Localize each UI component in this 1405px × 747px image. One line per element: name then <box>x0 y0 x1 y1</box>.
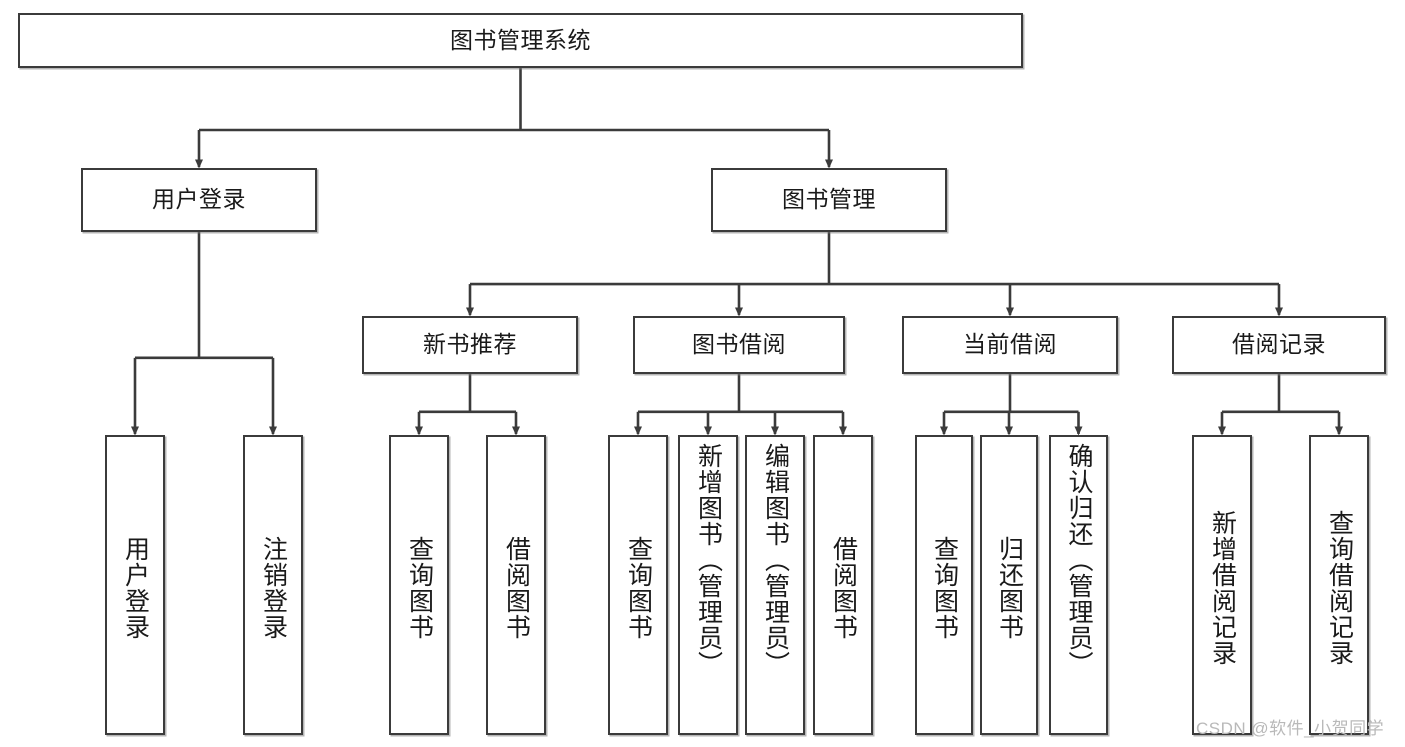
node-leaf-borrow-book-1[interactable]: 借阅图书 <box>486 435 546 735</box>
node-label-user-login: 用户登录 <box>152 186 246 213</box>
node-new-book-recommend[interactable]: 新书推荐 <box>362 316 578 374</box>
node-label-leaf-user-logout: 注销登录 <box>259 536 288 640</box>
node-label-leaf-user-login: 用户登录 <box>121 536 150 640</box>
node-label-leaf-add-book-admin: 新增图书（管理员） <box>694 443 723 677</box>
node-label-leaf-query-book-1: 查询图书 <box>405 536 434 640</box>
csdn-watermark: CSDN @软件_小贺同学 <box>1196 719 1385 738</box>
node-label-leaf-query-borrow-record: 查询借阅记录 <box>1325 510 1354 666</box>
node-label-book-borrow: 图书借阅 <box>692 331 786 358</box>
node-label-leaf-query-book-3: 查询图书 <box>930 536 959 640</box>
node-label-new-book-recommend: 新书推荐 <box>423 331 517 358</box>
node-label-borrow-record: 借阅记录 <box>1232 331 1326 358</box>
node-leaf-add-book-admin[interactable]: 新增图书（管理员） <box>678 435 738 735</box>
node-leaf-query-borrow-record[interactable]: 查询借阅记录 <box>1309 435 1369 735</box>
node-label-leaf-edit-book-admin: 编辑图书（管理员） <box>761 443 790 677</box>
node-leaf-user-login[interactable]: 用户登录 <box>105 435 165 735</box>
node-leaf-edit-book-admin[interactable]: 编辑图书（管理员） <box>745 435 805 735</box>
node-leaf-query-book-3[interactable]: 查询图书 <box>915 435 973 735</box>
node-borrow-record[interactable]: 借阅记录 <box>1172 316 1386 374</box>
node-label-leaf-borrow-book-1: 借阅图书 <box>502 536 531 640</box>
node-label-current-borrow: 当前借阅 <box>963 331 1057 358</box>
node-leaf-query-book-1[interactable]: 查询图书 <box>389 435 449 735</box>
node-user-login[interactable]: 用户登录 <box>81 168 317 232</box>
node-label-leaf-confirm-return-admin: 确认归还（管理员） <box>1065 443 1093 677</box>
node-label-leaf-query-book-2: 查询图书 <box>624 536 653 640</box>
node-label-book-manage: 图书管理 <box>782 186 876 213</box>
node-label-leaf-add-borrow-record: 新增借阅记录 <box>1208 510 1237 666</box>
node-leaf-user-logout[interactable]: 注销登录 <box>243 435 303 735</box>
node-root[interactable]: 图书管理系统 <box>18 13 1023 68</box>
node-leaf-add-borrow-record[interactable]: 新增借阅记录 <box>1192 435 1252 735</box>
node-book-manage[interactable]: 图书管理 <box>711 168 947 232</box>
node-leaf-borrow-book-2[interactable]: 借阅图书 <box>813 435 873 735</box>
connector-layer <box>131 68 1343 436</box>
node-current-borrow[interactable]: 当前借阅 <box>902 316 1118 374</box>
node-leaf-return-book[interactable]: 归还图书 <box>980 435 1038 735</box>
node-leaf-confirm-return-admin[interactable]: 确认归还（管理员） <box>1049 435 1108 735</box>
node-label-root: 图书管理系统 <box>450 26 591 53</box>
node-label-leaf-return-book: 归还图书 <box>995 536 1024 640</box>
node-label-leaf-borrow-book-2: 借阅图书 <box>829 536 858 640</box>
node-book-borrow[interactable]: 图书借阅 <box>633 316 845 374</box>
node-leaf-query-book-2[interactable]: 查询图书 <box>608 435 668 735</box>
